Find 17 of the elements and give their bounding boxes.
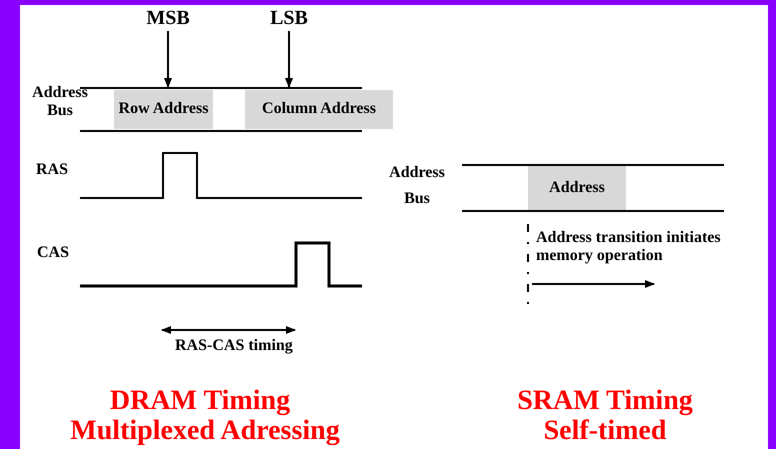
data-segment: Column Address xyxy=(245,90,393,129)
annotation-text: Address transition initiates memory operation xyxy=(536,229,722,266)
section-heading: DRAM Timing xyxy=(108,385,292,418)
dimension-label: RAS-CAS timing xyxy=(175,337,294,356)
arrow xyxy=(285,31,293,88)
signal-name: Address Bus xyxy=(31,84,89,121)
data-segment: Address xyxy=(528,166,626,210)
signal-name: RAS xyxy=(36,161,70,180)
signal-name: CAS xyxy=(37,244,70,262)
section-heading: SRAM Timing xyxy=(516,385,694,418)
section-heading: Self-timed xyxy=(542,415,666,448)
bit-label: MSB xyxy=(138,6,198,30)
bit-label: LSB xyxy=(259,6,319,30)
data-segment: Row Address xyxy=(114,90,213,129)
signal-name: Address Bus xyxy=(388,163,446,210)
section-heading: Multiplexed Adressing xyxy=(69,415,341,448)
arrow xyxy=(164,31,172,88)
